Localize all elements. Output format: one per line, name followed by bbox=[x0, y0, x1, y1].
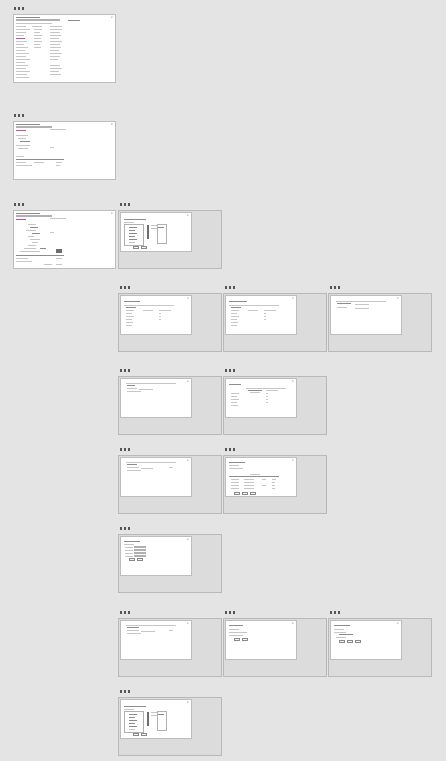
screen-card-2: × bbox=[13, 121, 116, 180]
dialog-card-4a: × bbox=[120, 295, 192, 335]
screen-label-8c bbox=[330, 611, 340, 614]
close-icon[interactable]: × bbox=[291, 296, 294, 300]
dialog-frame-8a: × bbox=[118, 618, 222, 677]
dialog-frame-3b: × bbox=[118, 210, 222, 269]
close-icon[interactable]: × bbox=[186, 621, 189, 625]
screen-label-8a bbox=[120, 611, 130, 614]
screen-label-8b bbox=[225, 611, 235, 614]
close-icon[interactable]: × bbox=[396, 296, 399, 300]
dialog-card-5a: × bbox=[120, 378, 192, 418]
screen-label-6a bbox=[120, 448, 130, 451]
dialog-frame-4b: × bbox=[223, 293, 327, 352]
screen-label-7 bbox=[120, 527, 130, 530]
dialog-frame-6b: × bbox=[223, 455, 327, 514]
close-icon[interactable]: × bbox=[291, 379, 294, 383]
close-icon[interactable]: × bbox=[291, 458, 294, 462]
screen-label-4a bbox=[120, 286, 130, 289]
dialog-card-7: × bbox=[120, 536, 192, 576]
screen-label-3a bbox=[14, 203, 24, 206]
close-icon[interactable]: × bbox=[186, 458, 189, 462]
dialog-frame-7: × bbox=[118, 534, 222, 593]
dialog-frame-4a: × bbox=[118, 293, 222, 352]
dialog-frame-5a: × bbox=[118, 376, 222, 435]
dialog-card-4c: × bbox=[330, 295, 402, 335]
close-icon[interactable]: × bbox=[110, 211, 113, 215]
dialog-frame-4c: × bbox=[328, 293, 432, 352]
dialog-card-8a: × bbox=[120, 620, 192, 660]
close-icon[interactable]: × bbox=[110, 15, 113, 19]
screen-card-1: × bbox=[13, 14, 116, 83]
screen-label-3b bbox=[120, 203, 130, 206]
close-icon[interactable]: × bbox=[110, 122, 113, 126]
dialog-frame-8c: × bbox=[328, 618, 432, 677]
screen-label-6b bbox=[225, 448, 235, 451]
dialog-card-5b: × bbox=[225, 378, 297, 418]
screen-label-5b bbox=[225, 369, 235, 372]
close-icon[interactable]: × bbox=[186, 700, 189, 704]
close-icon[interactable]: × bbox=[291, 621, 294, 625]
screen-label-9 bbox=[120, 690, 130, 693]
screen-label-4b bbox=[225, 286, 235, 289]
dialog-card-8c: × bbox=[330, 620, 402, 660]
dialog-card-8b: × bbox=[225, 620, 297, 660]
screen-label-2 bbox=[14, 114, 24, 117]
screen-label-4c bbox=[330, 286, 340, 289]
dialog-card-3b: × bbox=[120, 212, 192, 252]
dialog-frame-5b: × bbox=[223, 376, 327, 435]
close-icon[interactable]: × bbox=[186, 537, 189, 541]
screen-label-5a bbox=[120, 369, 130, 372]
dialog-card-9: × bbox=[120, 699, 192, 739]
close-icon[interactable]: × bbox=[396, 621, 399, 625]
close-icon[interactable]: × bbox=[186, 213, 189, 217]
dialog-frame-9: × bbox=[118, 697, 222, 756]
close-icon[interactable]: × bbox=[186, 379, 189, 383]
dialog-card-4b: × bbox=[225, 295, 297, 335]
screen-card-3a: × bbox=[13, 210, 116, 269]
dialog-frame-6a: × bbox=[118, 455, 222, 514]
dialog-card-6a: × bbox=[120, 457, 192, 497]
dialog-frame-8b: × bbox=[223, 618, 327, 677]
close-icon[interactable]: × bbox=[186, 296, 189, 300]
dialog-card-6b: × bbox=[225, 457, 297, 497]
screen-label-1 bbox=[14, 7, 24, 10]
